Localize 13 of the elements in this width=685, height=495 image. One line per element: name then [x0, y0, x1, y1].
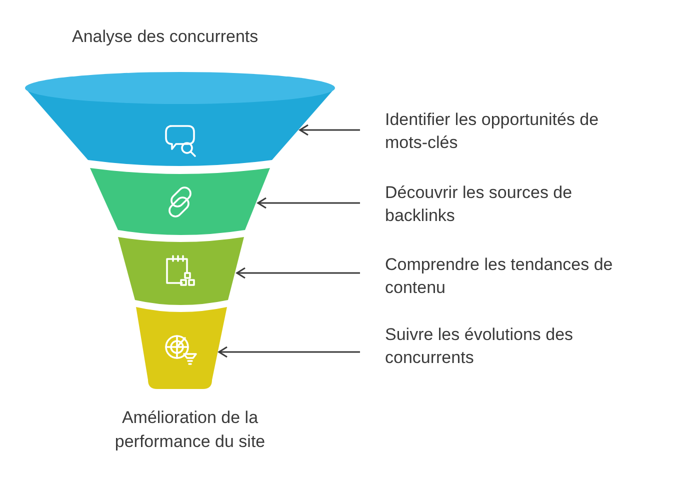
arrow — [218, 346, 360, 358]
step-text: Comprendre les tendances de contenu — [385, 254, 614, 299]
diagram-title: Analyse des concurrents — [72, 26, 258, 48]
funnel-band — [135, 306, 230, 391]
funnel-band — [88, 167, 272, 236]
step-text: Découvrir les sources de backlinks — [385, 182, 574, 227]
arrow — [236, 267, 360, 279]
arrow — [257, 197, 360, 209]
step-text: Suivre les évolutions des concurrents — [385, 324, 574, 369]
funnel-band — [25, 70, 335, 167]
funnel-output-label: Amélioration de la performance du site — [114, 407, 266, 453]
arrow — [299, 124, 360, 136]
step-text: Identifier les opportunités de mots-clés — [385, 109, 600, 154]
